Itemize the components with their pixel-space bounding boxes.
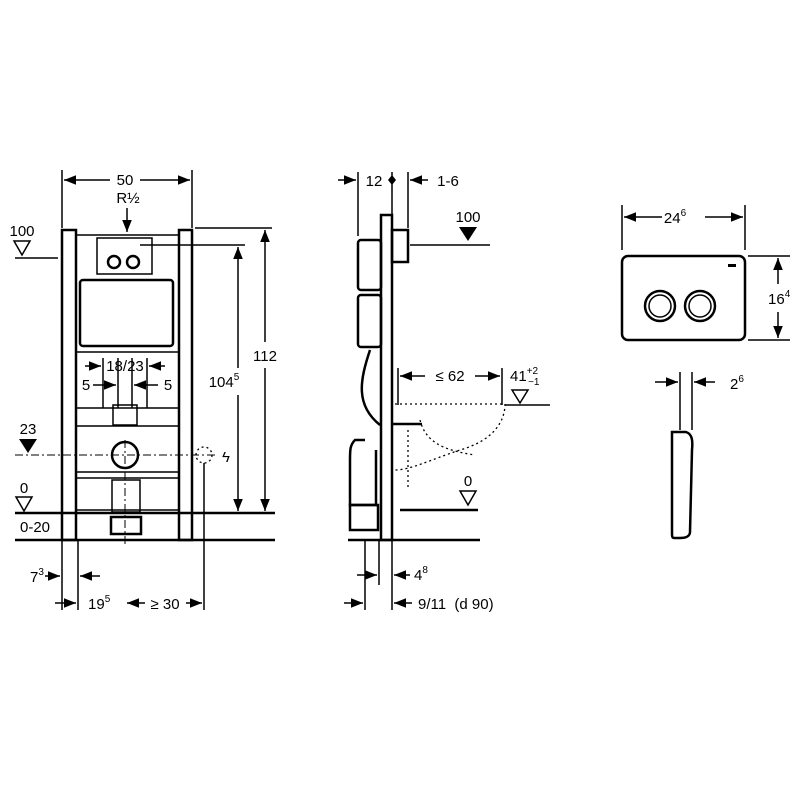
- level-floor-label: 0: [20, 480, 28, 497]
- front-view: 50 R½ 18/23 5 5 ϟ: [9, 170, 277, 613]
- floor-range-label: 0-20: [20, 519, 50, 536]
- drain-to-elec-label: ≥ 30: [150, 596, 179, 613]
- side-right-label: 5: [164, 377, 172, 394]
- depth-label: 12: [366, 173, 383, 190]
- level-mid-label: 23: [20, 421, 37, 438]
- side-left-label: 5: [82, 377, 90, 394]
- plate-height-label: 164: [768, 289, 791, 308]
- pipe-spec-label: 9/11 (d 90): [418, 596, 494, 613]
- flush-button-large: [683, 289, 717, 323]
- plate-width-label: 246: [664, 208, 687, 227]
- electric-bolt-icon: ϟ: [222, 449, 230, 466]
- bowl-projection-label: ≤ 62: [435, 368, 464, 385]
- flush-plate-side: [670, 430, 694, 540]
- height-total-label: 112: [253, 348, 277, 365]
- wall-gap-label: 1-6: [437, 173, 459, 190]
- drain-spacing-label: 18/23: [106, 358, 144, 375]
- flush-opening: [96, 237, 153, 275]
- left-post: [60, 228, 78, 542]
- right-post: [177, 228, 194, 542]
- thread-label: R½: [116, 190, 140, 207]
- seat-height-label: 41+2−1: [510, 366, 540, 388]
- flush-plate: [620, 254, 747, 342]
- side-level-top-label: 100: [455, 209, 480, 226]
- electrical-box-icon: [195, 446, 213, 464]
- pipe-offset-label: 48: [414, 565, 428, 584]
- foot-offset-label: 73: [30, 567, 44, 586]
- side-level-floor-label: 0: [464, 473, 472, 490]
- cistern-side: [356, 238, 383, 292]
- level-top-label: 100: [9, 223, 34, 240]
- width-label: 50: [117, 172, 134, 189]
- frame-post: [379, 213, 394, 542]
- cistern: [78, 278, 175, 348]
- post-to-drain-label: 195: [88, 594, 111, 613]
- flush-button-small: [643, 289, 677, 323]
- side-view: 12 1-6 100 ≤ 62 41+2−1 0: [338, 172, 550, 613]
- flush-plate-view: 246 164 26: [620, 205, 791, 540]
- plate-thickness-label: 26: [730, 374, 744, 393]
- height-inner-label: 1045: [209, 372, 240, 391]
